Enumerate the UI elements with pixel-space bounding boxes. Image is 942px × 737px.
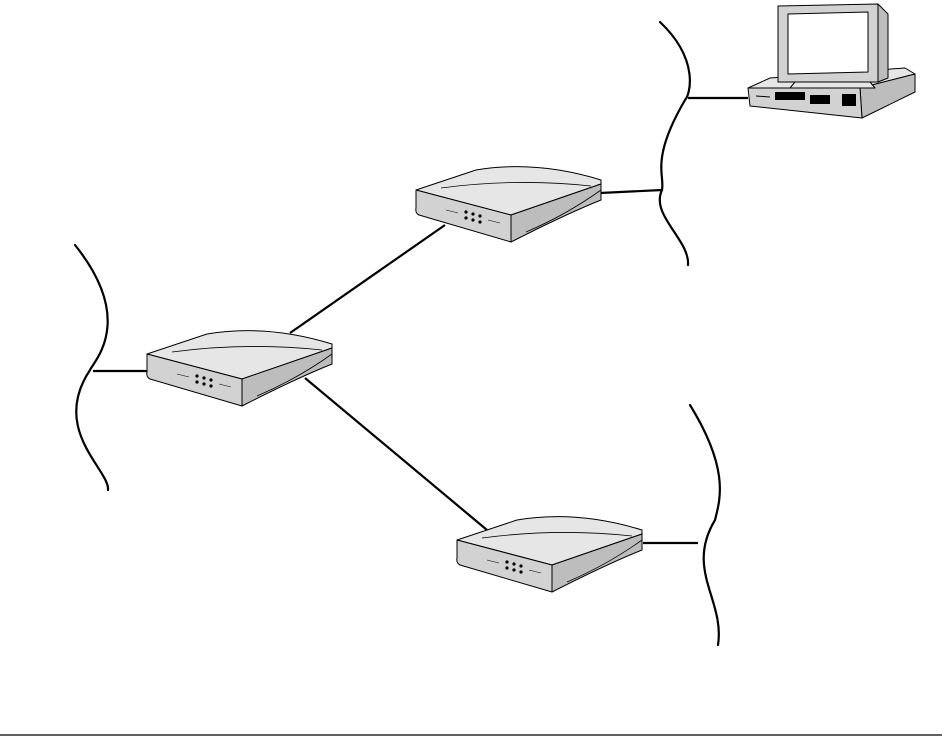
link-top-router-network [600, 190, 662, 193]
router-icon [147, 331, 332, 406]
router-icon [416, 167, 601, 242]
network-segment-top-right [660, 22, 690, 265]
link-left-to-bottom-router [305, 378, 487, 530]
network-segment-bottom-right [690, 405, 720, 645]
network-segment-left [75, 245, 108, 490]
desktop-computer-icon [748, 4, 915, 118]
link-left-to-top-router [290, 225, 445, 333]
router-left [147, 331, 332, 406]
workstation [748, 4, 915, 118]
router-top [416, 167, 601, 242]
